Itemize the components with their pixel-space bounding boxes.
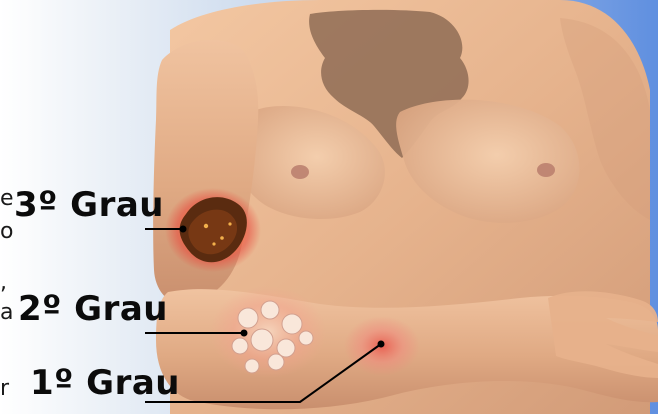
third-degree-label: 3º Grau [14, 188, 164, 222]
cropped-text-fragment-2: o [0, 221, 13, 243]
first-degree-label: 1º Grau [30, 366, 180, 400]
cropped-text-fragment-5: r [0, 378, 9, 400]
cropped-text-fragment-4: a [0, 302, 13, 324]
cropped-text-fragment-1: e [0, 188, 14, 210]
cropped-text-fragment-3: , [0, 272, 7, 294]
second-degree-label: 2º Grau [18, 292, 168, 326]
